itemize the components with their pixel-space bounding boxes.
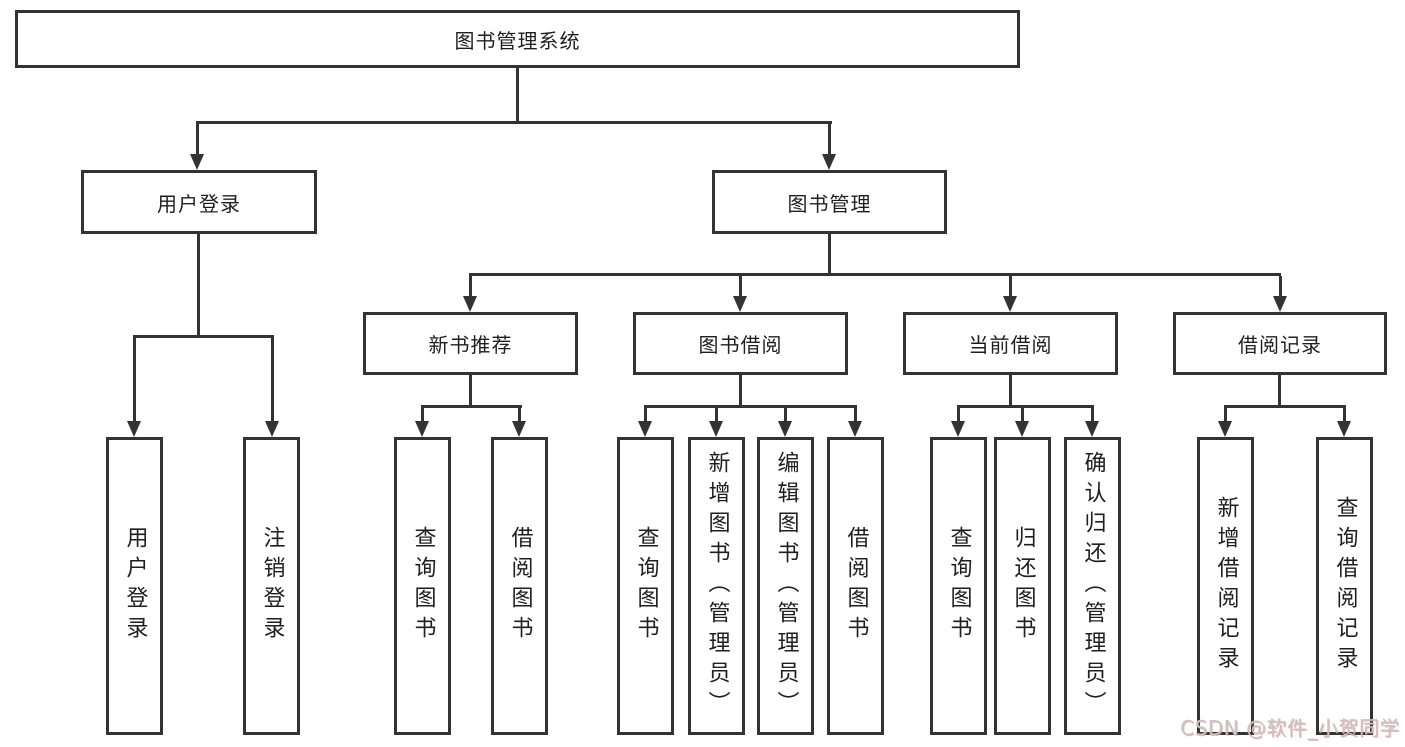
v-line <box>854 408 857 421</box>
node-label: 查询图书 <box>946 526 972 646</box>
arrow-down-icon <box>190 154 204 170</box>
arrow-down-icon <box>778 421 792 437</box>
arrow-down-icon <box>1015 421 1029 437</box>
node-leaf-confirm-return-admin: 确认归还（管理员） <box>1064 437 1121 735</box>
arrow-down-icon <box>1337 421 1351 437</box>
v-line <box>1009 375 1012 405</box>
h-line <box>196 121 832 124</box>
v-line <box>271 338 274 421</box>
arrow-down-icon <box>463 296 477 312</box>
arrow-down-icon <box>638 421 652 437</box>
v-line <box>1021 408 1024 421</box>
node-label: 新增图书（管理员） <box>704 451 730 721</box>
node-label: 用户登录 <box>157 191 241 216</box>
arrow-down-icon <box>1003 296 1017 312</box>
arrow-down-icon <box>127 421 141 437</box>
v-line <box>469 276 472 296</box>
node-leaf-query-borrow-record: 查询借阅记录 <box>1316 437 1373 735</box>
node-leaf-user-login: 用户登录 <box>106 437 163 735</box>
h-line <box>957 405 1094 408</box>
node-label: 查询借阅记录 <box>1332 496 1358 676</box>
node-leaf-borrow-books: 借阅图书 <box>827 437 884 735</box>
node-user-login: 用户登录 <box>81 170 317 234</box>
v-line <box>957 408 960 421</box>
arrow-down-icon <box>1085 421 1099 437</box>
v-line <box>133 338 136 421</box>
node-label: 查询图书 <box>410 526 436 646</box>
node-leaf-return-books: 归还图书 <box>994 437 1051 735</box>
node-book-borrowing: 图书借阅 <box>633 312 848 375</box>
v-line <box>196 124 199 156</box>
node-label: 用户登录 <box>122 526 148 646</box>
node-current-borrowing: 当前借阅 <box>903 312 1118 375</box>
v-line <box>1343 408 1346 421</box>
v-line <box>1279 276 1282 296</box>
node-label: 图书管理系统 <box>454 28 581 53</box>
node-label: 确认归还（管理员） <box>1080 451 1106 721</box>
arrow-down-icon <box>1273 296 1287 312</box>
v-line <box>739 276 742 296</box>
arrow-down-icon <box>951 421 965 437</box>
node-leaf-query-books-current: 查询图书 <box>930 437 987 735</box>
node-borrow-records: 借阅记录 <box>1173 312 1387 375</box>
node-root-library-system: 图书管理系统 <box>15 10 1020 68</box>
arrow-down-icon <box>848 421 862 437</box>
h-line <box>133 335 274 338</box>
v-line <box>715 408 718 421</box>
v-line <box>784 408 787 421</box>
v-line <box>644 408 647 421</box>
v-line <box>421 408 424 421</box>
node-leaf-borrow-books-recommend: 借阅图书 <box>491 437 548 735</box>
v-line <box>469 375 472 405</box>
node-label: 新增借阅记录 <box>1213 496 1239 676</box>
v-line <box>828 234 831 273</box>
v-line <box>739 375 742 405</box>
arrow-down-icon <box>733 296 747 312</box>
h-line <box>1224 405 1346 408</box>
arrow-down-icon <box>265 421 279 437</box>
h-line <box>644 405 857 408</box>
node-leaf-query-books-borrowing: 查询图书 <box>617 437 674 735</box>
node-label: 查询图书 <box>633 526 659 646</box>
node-label: 新书推荐 <box>428 333 513 357</box>
h-line <box>421 405 522 408</box>
v-line <box>518 408 521 421</box>
node-label: 归还图书 <box>1010 526 1036 646</box>
arrow-down-icon <box>709 421 723 437</box>
node-book-management: 图书管理 <box>712 170 947 234</box>
node-label: 图书借阅 <box>698 333 783 357</box>
node-leaf-logout: 注销登录 <box>243 437 300 735</box>
node-label: 借阅记录 <box>1238 333 1322 357</box>
node-label: 注销登录 <box>259 526 285 646</box>
v-line <box>1091 408 1094 421</box>
v-line <box>1224 408 1227 421</box>
node-label: 借阅图书 <box>507 526 533 646</box>
arrow-down-icon <box>1218 421 1232 437</box>
v-line <box>1009 276 1012 296</box>
v-line <box>197 234 200 335</box>
node-label: 图书管理 <box>787 191 872 216</box>
node-leaf-query-books-recommend: 查询图书 <box>394 437 451 735</box>
v-line <box>1278 375 1281 405</box>
node-leaf-add-books-admin: 新增图书（管理员） <box>688 437 745 735</box>
node-leaf-edit-books-admin: 编辑图书（管理员） <box>757 437 814 735</box>
node-leaf-add-borrow-record: 新增借阅记录 <box>1197 437 1254 735</box>
v-line <box>516 68 519 123</box>
arrow-down-icon <box>822 154 836 170</box>
csdn-watermark: CSDN @软件_小贺同学 <box>1180 716 1400 740</box>
v-line <box>828 124 831 156</box>
node-label: 编辑图书（管理员） <box>773 451 799 721</box>
h-line <box>469 273 1281 276</box>
node-new-book-recommend: 新书推荐 <box>363 312 578 375</box>
arrow-down-icon <box>415 421 429 437</box>
node-label: 借阅图书 <box>843 526 869 646</box>
node-label: 当前借阅 <box>968 333 1053 357</box>
arrow-down-icon <box>512 421 526 437</box>
